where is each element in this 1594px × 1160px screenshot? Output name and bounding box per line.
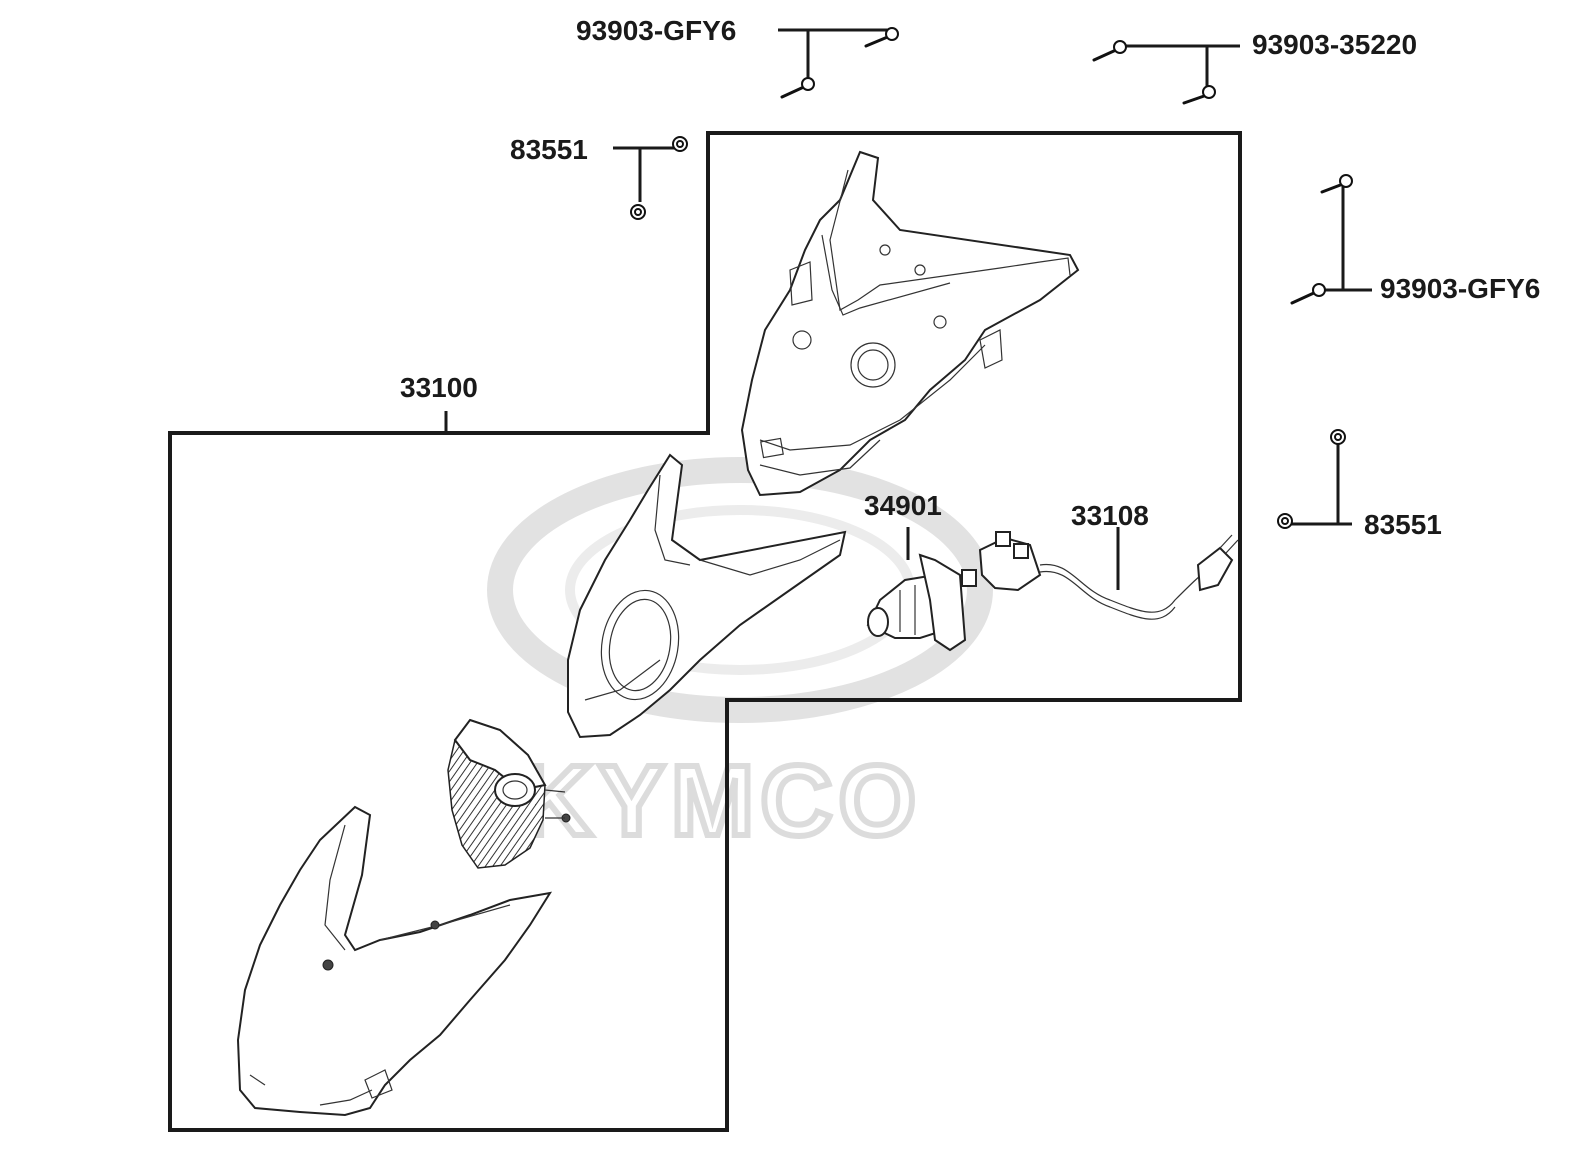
label-33100: 33100 bbox=[400, 372, 478, 403]
watermark-text: KYMCO bbox=[520, 745, 922, 857]
label-83551-top: 83551 bbox=[510, 134, 588, 165]
bolt-group-right: 93903-GFY6 bbox=[1290, 174, 1540, 305]
assembly-frame bbox=[168, 131, 1242, 1132]
grommet-icon bbox=[1330, 429, 1346, 445]
bolt-icon bbox=[1092, 40, 1127, 62]
bulb-34901: 34901 bbox=[864, 490, 977, 652]
label-93903-gfy6-top: 93903-GFY6 bbox=[576, 15, 736, 46]
label-93903-35220: 93903-35220 bbox=[1252, 29, 1417, 60]
bolt-group-top-left: 93903-GFY6 bbox=[576, 15, 899, 99]
headlight-bezel bbox=[567, 453, 847, 739]
label-93903-gfy6-right: 93903-GFY6 bbox=[1380, 273, 1540, 304]
bolt-icon bbox=[1182, 85, 1216, 105]
socket-harness-33108: 33108 bbox=[978, 500, 1239, 620]
grommet-group-right: 83551 bbox=[1277, 429, 1442, 540]
grommet-icon bbox=[1277, 513, 1293, 529]
label-34901: 34901 bbox=[864, 490, 942, 521]
grommet-icon bbox=[630, 204, 646, 220]
headlight-rear-housing bbox=[740, 150, 1080, 497]
bolt-group-top-right: 93903-35220 bbox=[1092, 29, 1417, 105]
bolt-icon bbox=[1320, 174, 1353, 194]
label-33108: 33108 bbox=[1071, 500, 1149, 531]
kymco-watermark: KYMCO bbox=[487, 457, 993, 860]
label-83551-right: 83551 bbox=[1364, 509, 1442, 540]
grommet-icon bbox=[672, 136, 688, 152]
headlight-reflector bbox=[447, 718, 571, 869]
grommet-group-top: 83551 bbox=[510, 134, 688, 220]
bolt-icon bbox=[780, 77, 815, 99]
bolt-icon bbox=[864, 27, 899, 48]
headlight-front-lens bbox=[236, 805, 553, 1117]
bolt-icon bbox=[1290, 283, 1326, 305]
